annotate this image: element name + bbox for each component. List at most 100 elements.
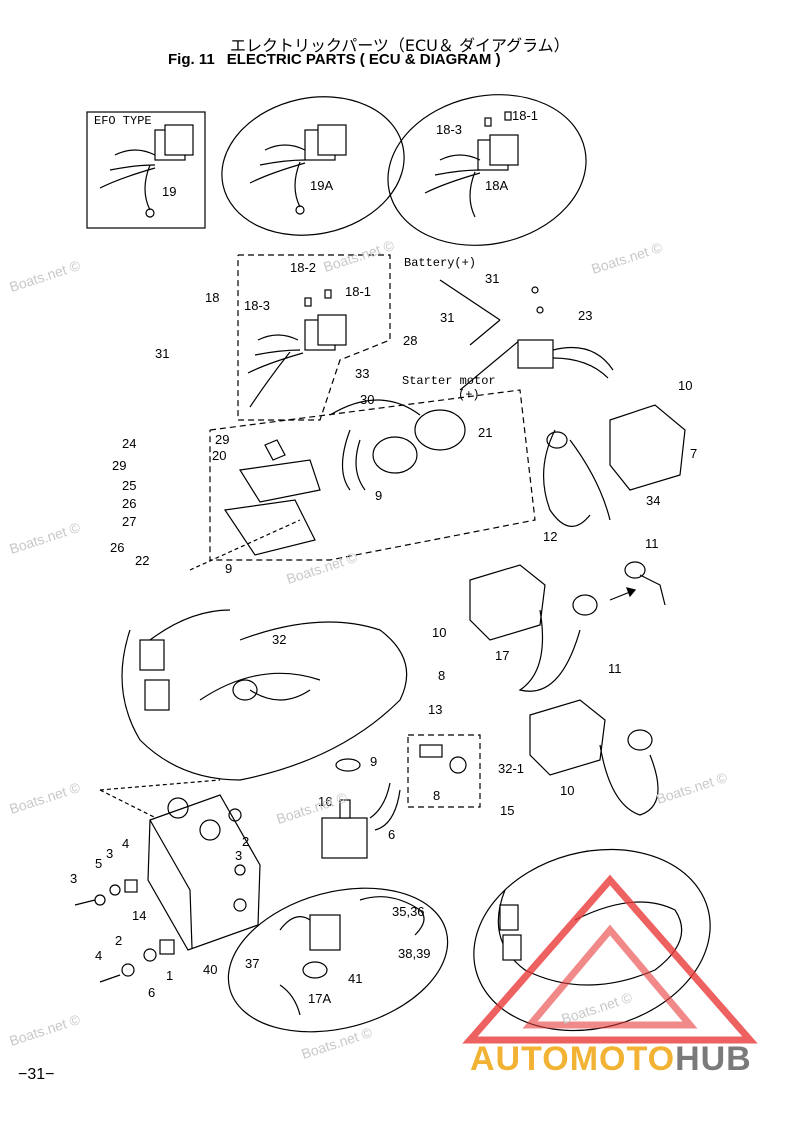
fig-number: Fig. 11	[168, 51, 215, 68]
group-20-22-box	[209, 389, 536, 561]
battery-label: Battery(+)	[404, 256, 476, 270]
part-number: 8	[438, 668, 445, 683]
part-number: 15	[500, 803, 514, 818]
part-number: 3	[235, 848, 242, 863]
fasteners	[74, 808, 247, 983]
part-number: 8	[433, 788, 440, 803]
part-number: 11	[608, 661, 622, 676]
part-number: 40	[203, 962, 217, 977]
part-number: 18-3	[436, 122, 462, 137]
part-number: 11	[645, 536, 659, 551]
part-number: 21	[478, 425, 492, 440]
part-number: 5	[95, 856, 102, 871]
logo-text-1: AUTOMOTO	[470, 1040, 676, 1078]
part-number: 9	[375, 488, 382, 503]
part-number: 23	[578, 308, 592, 323]
part-number: 24	[122, 436, 136, 451]
relay-19	[99, 124, 194, 218]
wire-harness-17	[121, 609, 408, 781]
part-number: 3	[106, 846, 113, 861]
part-number: 31	[485, 271, 499, 286]
relay-18a	[424, 111, 519, 218]
logo-text-2: HUB	[675, 1040, 752, 1078]
part-number: 12	[543, 529, 557, 544]
part-number: 26	[122, 496, 136, 511]
part-number: 34	[646, 493, 660, 508]
relay-18	[247, 289, 347, 408]
part-number: 31	[440, 310, 454, 325]
part-number: 33	[355, 366, 369, 381]
part-number: 38,39	[398, 946, 431, 961]
title-japanese: エレクトリックパーツ（ECU＆ ダイアグラム）	[230, 36, 570, 55]
part-number: 10	[432, 625, 446, 640]
automotohub-logo: AUTOMOTOHUB	[470, 1040, 752, 1079]
group-18-box	[237, 254, 391, 421]
part-number: 25	[122, 478, 136, 493]
part-number: 18-1	[345, 284, 371, 299]
part-number: 19	[162, 184, 176, 199]
part-number: 26	[110, 540, 124, 555]
group-32-box	[407, 734, 481, 808]
parts-35-41	[279, 896, 425, 1016]
part-number: 18A	[485, 178, 508, 193]
part-number: 3	[70, 871, 77, 886]
part-number: 18-2	[290, 260, 316, 275]
harness-17a	[497, 889, 683, 986]
part-number: 6	[388, 827, 395, 842]
part-number: 17A	[308, 991, 331, 1006]
oval-19a	[221, 96, 405, 236]
ignition-coil-7	[543, 404, 686, 527]
part-number: 4	[95, 948, 102, 963]
relay-19a	[249, 124, 347, 215]
ecu-1	[147, 794, 261, 951]
part-number: 37	[245, 956, 259, 971]
part-number: 14	[132, 908, 146, 923]
regulator-15	[321, 758, 401, 859]
part-number: 29	[215, 432, 229, 447]
part-number: 28	[403, 333, 417, 348]
part-number: 31	[155, 346, 169, 361]
part-number: 18	[205, 290, 219, 305]
part-number: 20	[212, 448, 226, 463]
part-number: 22	[135, 553, 149, 568]
starter-relay-23	[517, 286, 614, 379]
bracket-22	[223, 439, 321, 556]
spark-cap-12	[609, 561, 666, 606]
part-number: 9	[225, 561, 232, 576]
part-number: 13	[428, 702, 442, 717]
title-english: Fig. 11 ELECTRIC PARTS ( ECU & DIAGRAM )	[168, 51, 501, 68]
part-number: 18-3	[244, 298, 270, 313]
part-number: 2	[242, 834, 249, 849]
part-number: 41	[348, 971, 362, 986]
part-number: 27	[122, 514, 136, 529]
part-number: 2	[115, 933, 122, 948]
parts-20-21	[329, 399, 466, 491]
part-number: 7	[690, 446, 697, 461]
part-number: 19A	[310, 178, 333, 193]
part-number: 35,36	[392, 904, 425, 919]
oval-18a	[387, 94, 587, 246]
starter-label: Starter motor	[402, 374, 496, 388]
ignition-coil-8-lower	[529, 699, 659, 816]
part-number: 6	[148, 985, 155, 1000]
part-number: 32	[272, 632, 286, 647]
page-number: −31−	[18, 1066, 55, 1083]
efo-type-box	[86, 111, 206, 229]
logo-triangle	[462, 874, 758, 1044]
part-number: 29	[112, 458, 126, 473]
efo-type-label: EFO TYPE	[94, 114, 152, 128]
starter-plus-label: (+)	[458, 388, 480, 402]
part-number: 1	[166, 968, 173, 983]
part-number: 17	[495, 648, 509, 663]
part-number: 16	[318, 794, 332, 809]
ignition-coil-8-upper	[469, 564, 598, 692]
part-number: 10	[560, 783, 574, 798]
part-number: 10	[678, 378, 692, 393]
part-number: 9	[370, 754, 377, 769]
sensor-32	[419, 744, 467, 774]
part-number: 30	[360, 392, 374, 407]
fig-title: ELECTRIC PARTS ( ECU & DIAGRAM )	[226, 51, 501, 68]
part-number: 18-1	[512, 108, 538, 123]
